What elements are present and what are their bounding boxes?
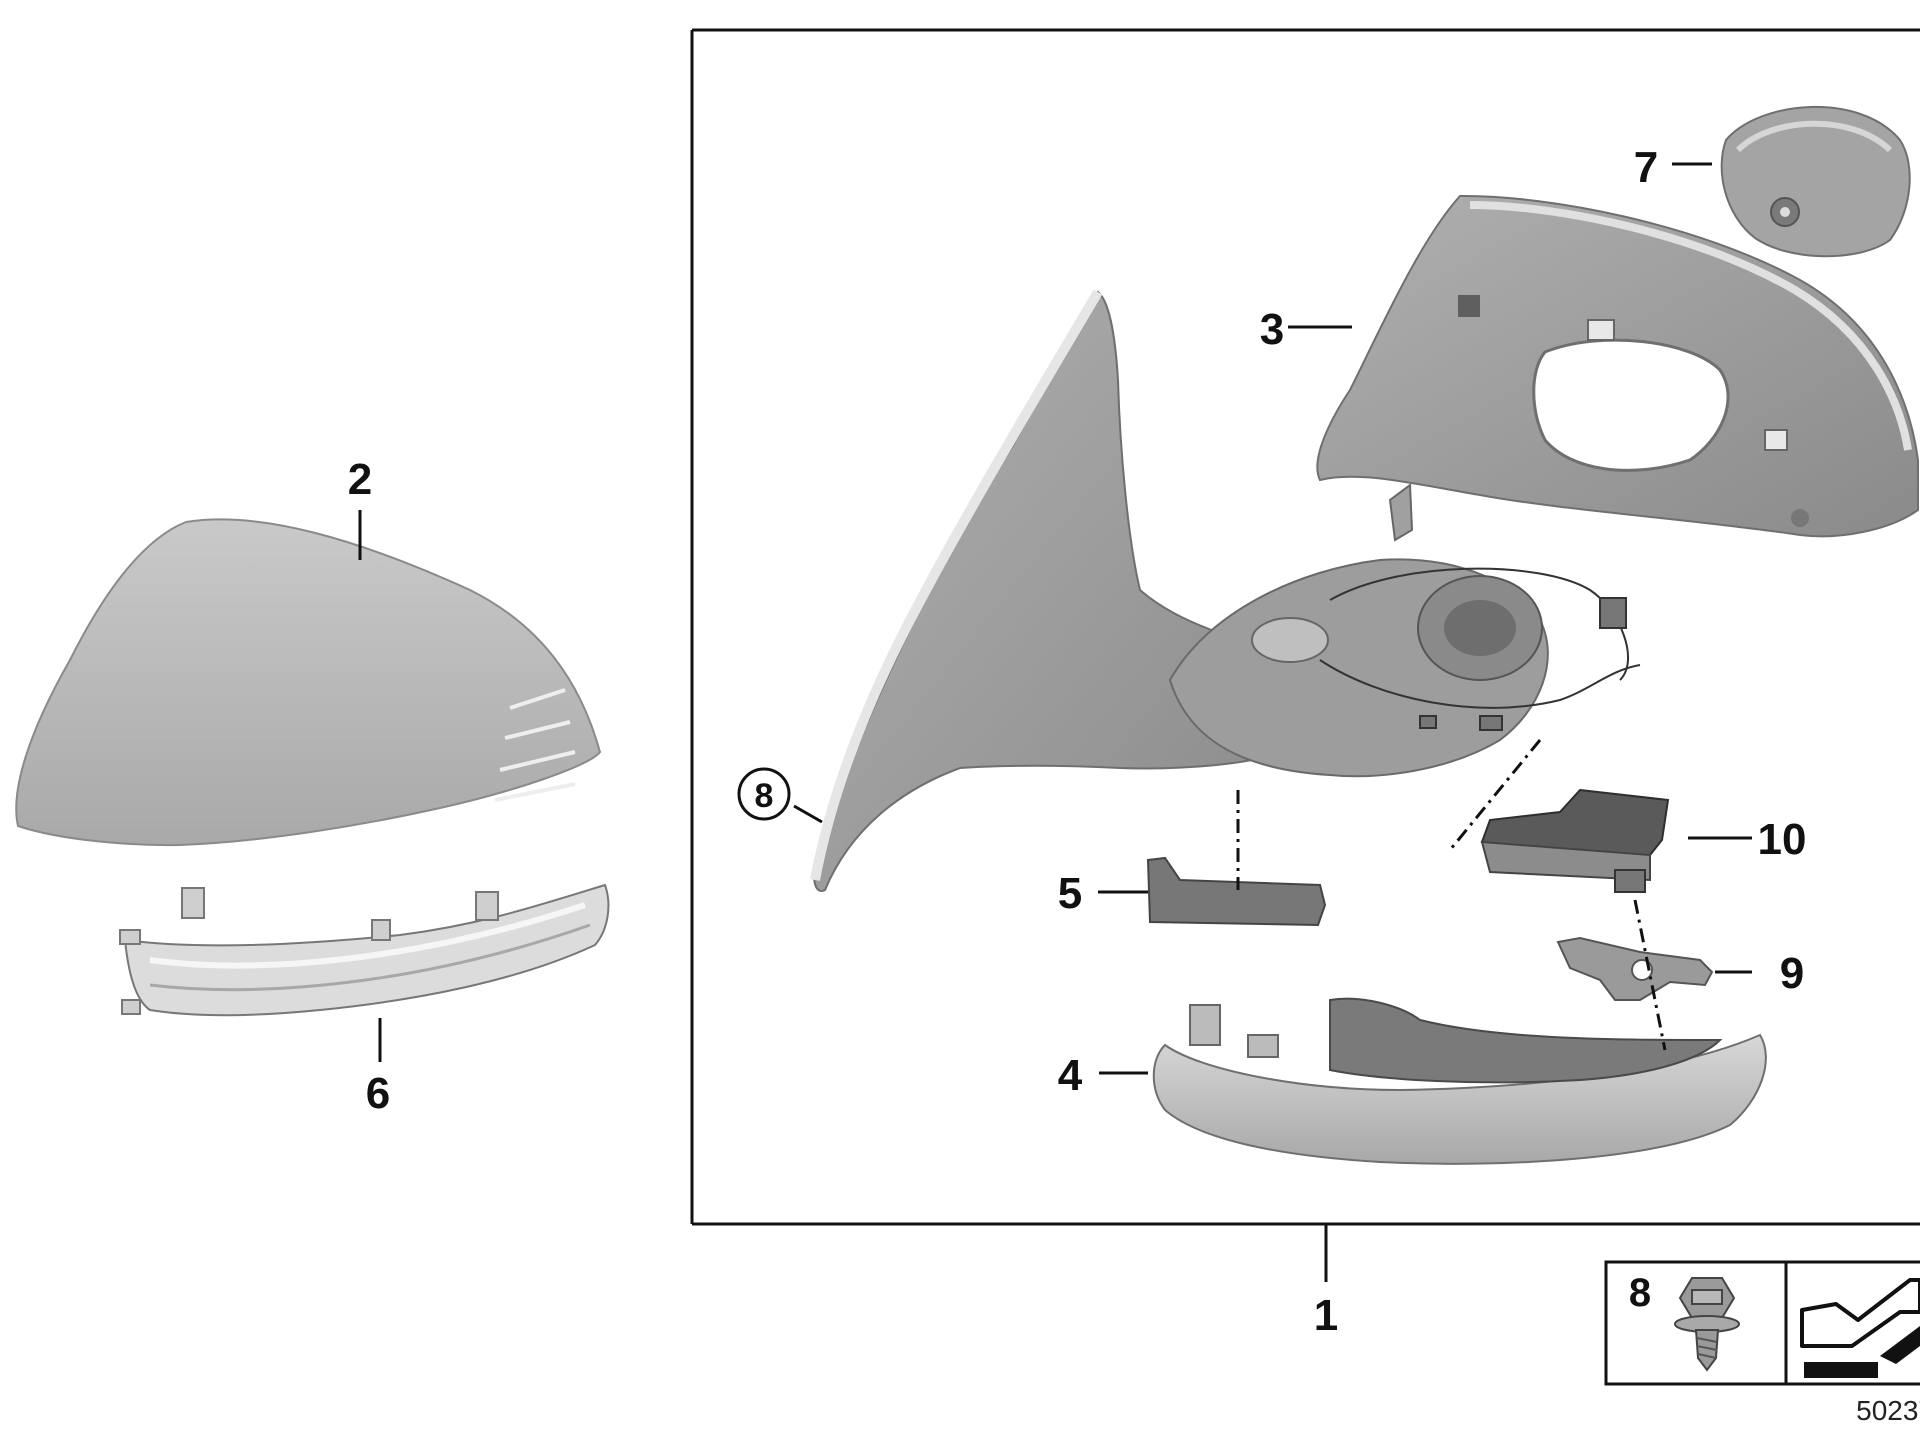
small-cover-part[interactable] xyxy=(1146,856,1327,927)
callout-leader-lines xyxy=(358,162,1752,1282)
screw-icon xyxy=(1674,1277,1740,1372)
lower-trim-part[interactable] xyxy=(1152,997,1767,1165)
assembly-frame xyxy=(690,28,1920,1226)
mirror-base-part[interactable] xyxy=(810,289,1641,892)
callout-4: 4 xyxy=(1058,1051,1083,1100)
callout-3: 3 xyxy=(1260,305,1284,354)
mirror-cap-part[interactable] xyxy=(15,518,602,847)
callout-10: 10 xyxy=(1758,815,1807,864)
callout-2: 2 xyxy=(348,455,372,504)
callout-8: 8 xyxy=(755,777,774,815)
turn-signal-part[interactable] xyxy=(119,883,610,1017)
arrow-pictogram-icon xyxy=(1800,1278,1920,1378)
callout-7: 7 xyxy=(1634,143,1658,192)
sensor-module-part[interactable] xyxy=(1480,788,1670,893)
callout-6: 6 xyxy=(366,1069,390,1118)
callout-numbers: 2 6 3 7 5 4 10 9 8 1 xyxy=(348,143,1807,1340)
callout-9: 9 xyxy=(1780,949,1804,998)
assembly-guide-lines xyxy=(1236,739,1667,1051)
mirror-glass-part[interactable] xyxy=(1720,105,1911,258)
bracket-part[interactable] xyxy=(1556,936,1714,1001)
callout-5: 5 xyxy=(1058,869,1082,918)
legend-box: 8 xyxy=(1604,1260,1920,1386)
callout-8-circle xyxy=(737,767,791,821)
mirror-housing-part[interactable] xyxy=(1316,194,1919,538)
callout-1: 1 xyxy=(1314,1291,1338,1340)
image-number: 50237 xyxy=(1856,1395,1920,1426)
legend-screw-number: 8 xyxy=(1629,1271,1651,1315)
